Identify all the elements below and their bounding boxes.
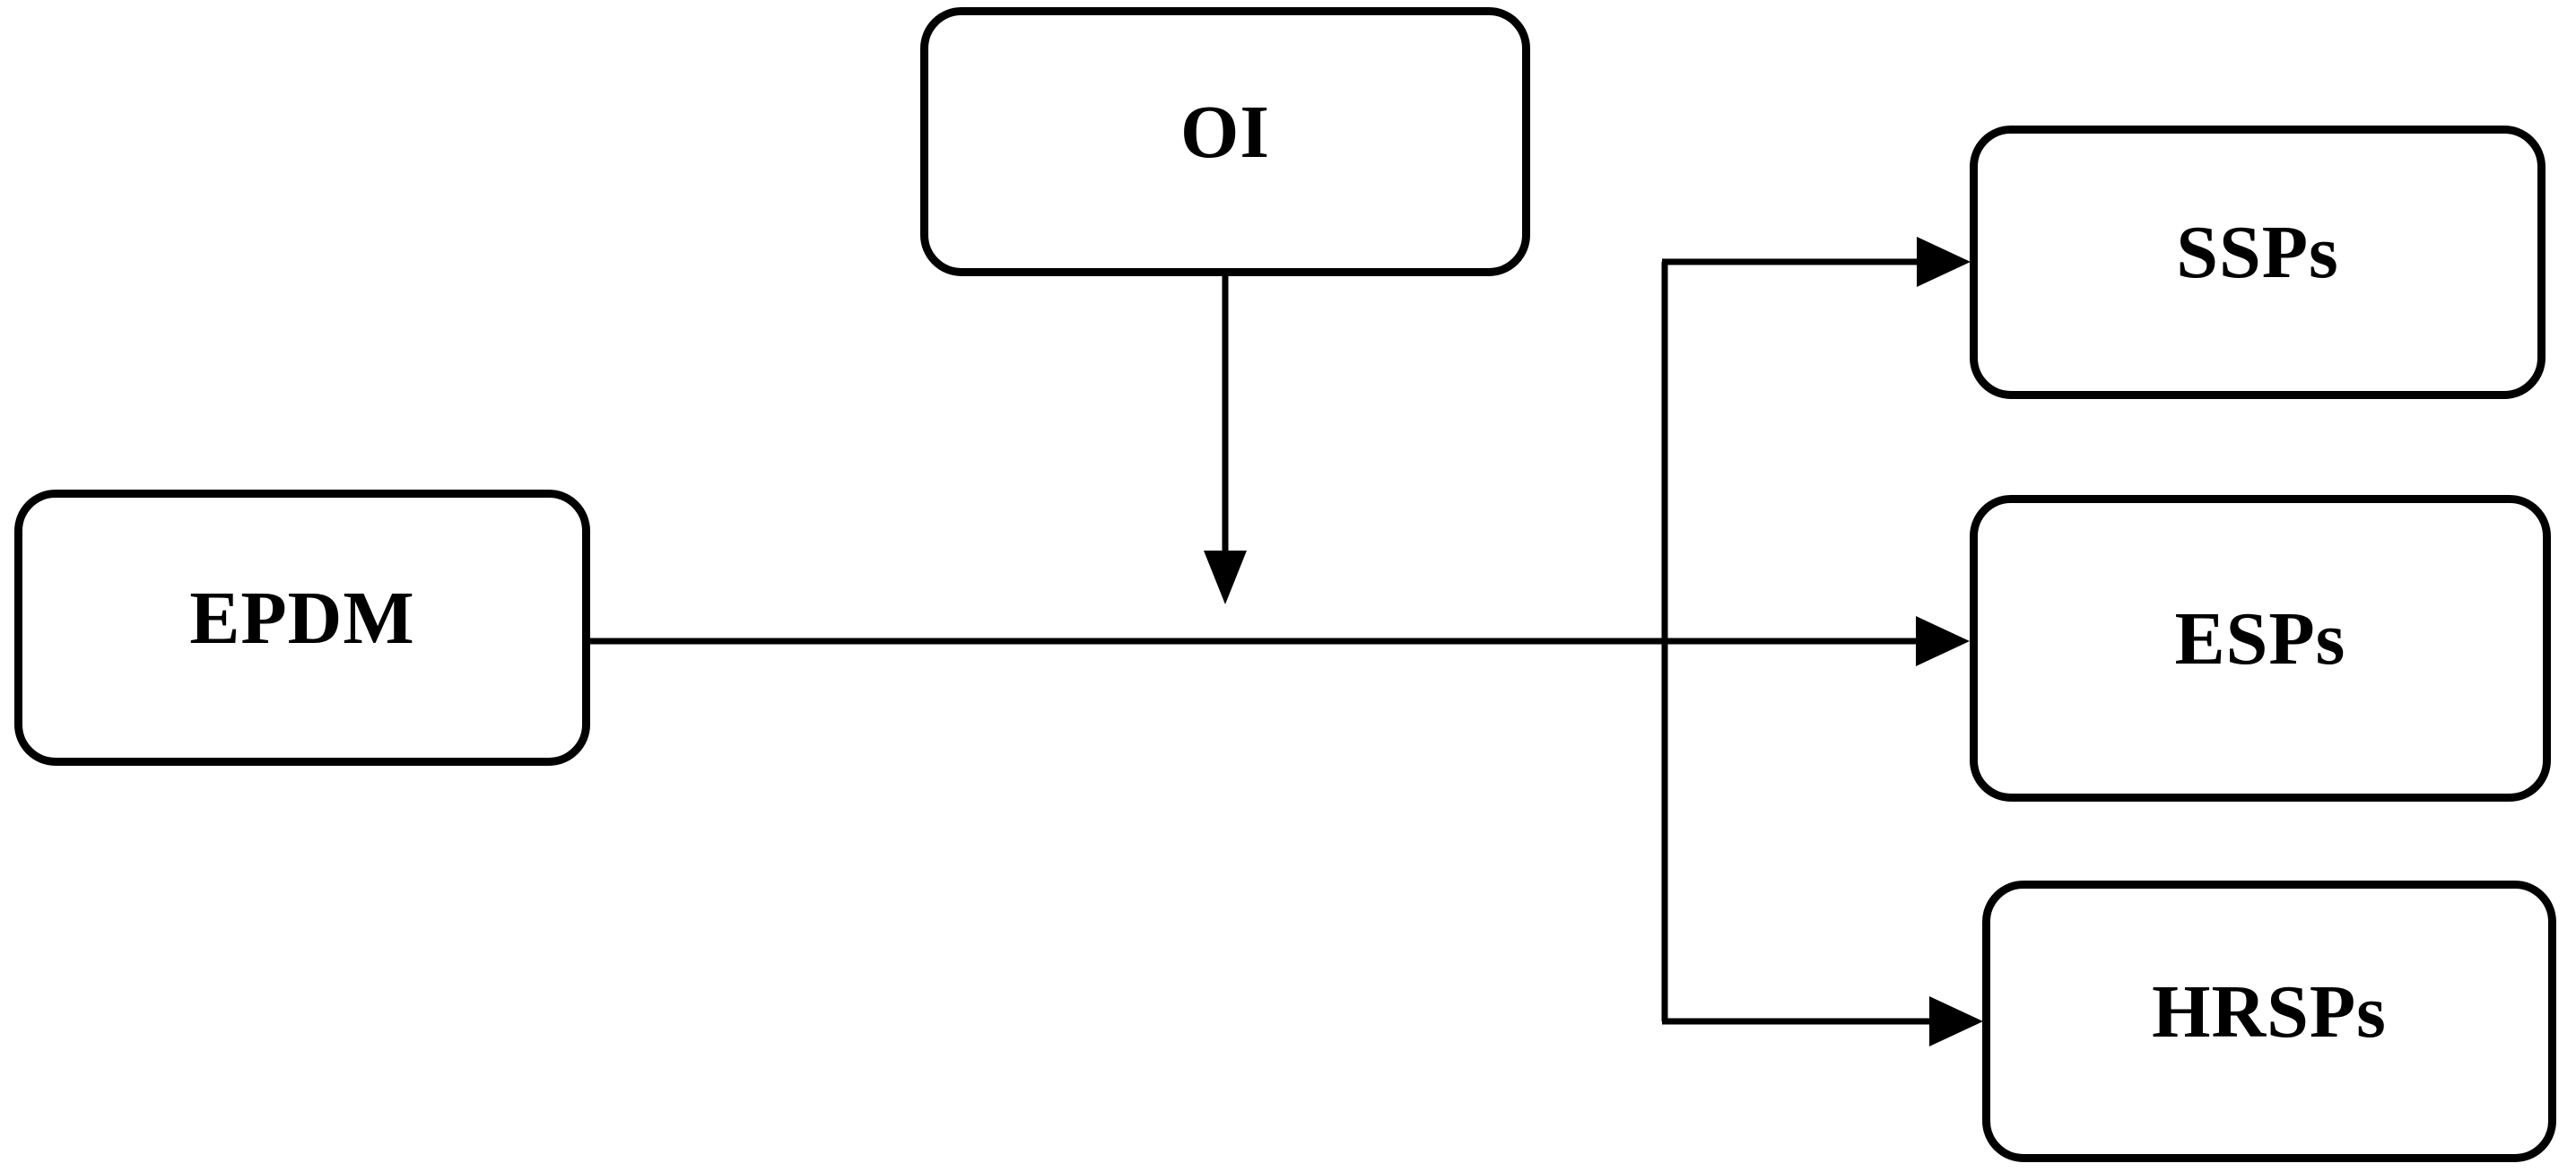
- arrowhead-ssps-icon: [1917, 237, 1971, 287]
- node-esps-label: ESPs: [2174, 596, 2346, 681]
- node-ssps: SSPs: [1970, 126, 2546, 399]
- node-oi-label: OI: [1179, 90, 1271, 174]
- arrowhead-hrsps-icon: [1929, 996, 1983, 1046]
- node-epdm-label: EPDM: [189, 576, 415, 660]
- node-ssps-label: SSPs: [2176, 211, 2339, 294]
- node-oi: OI: [920, 7, 1530, 276]
- node-epdm: EPDM: [14, 490, 590, 766]
- node-hrsps-label: HRSPs: [2152, 969, 2387, 1054]
- arrowhead-oi-icon: [1204, 551, 1247, 604]
- node-esps: ESPs: [1970, 495, 2551, 802]
- arrowhead-esps-icon: [1916, 616, 1970, 666]
- node-hrsps: HRSPs: [1982, 881, 2556, 1162]
